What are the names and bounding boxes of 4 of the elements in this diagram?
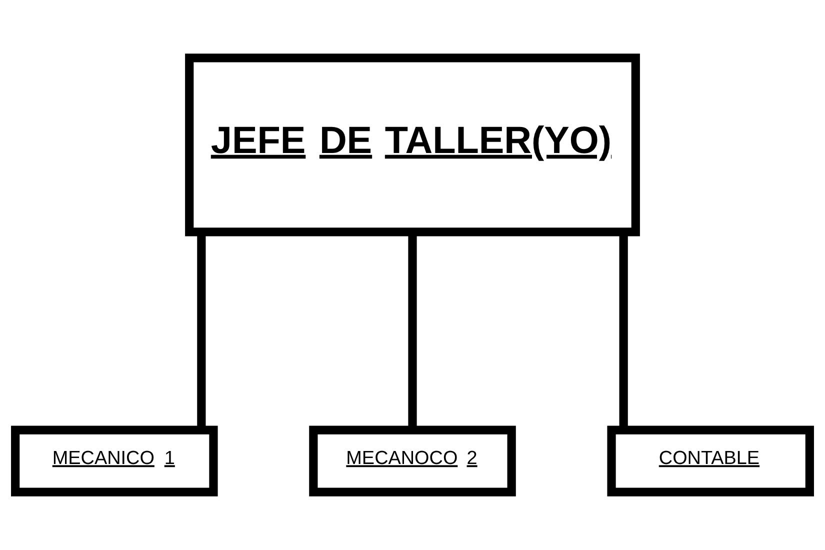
- node-box: JEFE DE TALLER(YO): [185, 54, 640, 236]
- node-box: MECANOCO 2: [309, 426, 516, 496]
- node-box: CONTABLE: [607, 426, 814, 496]
- node-box: MECANICO 1: [11, 426, 218, 496]
